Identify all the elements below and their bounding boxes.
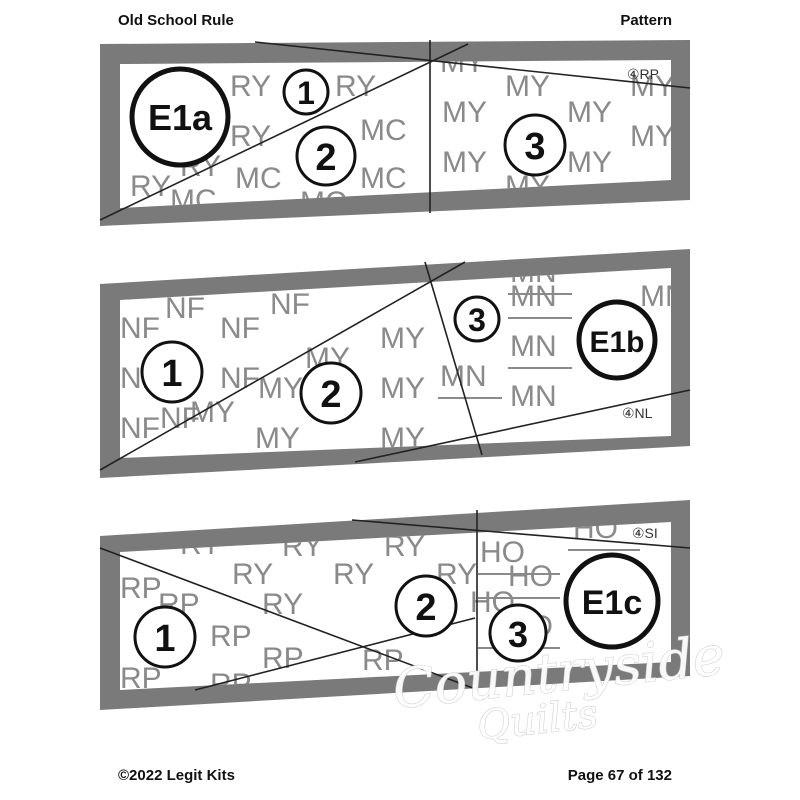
corner-label: ④NL	[622, 405, 653, 421]
fabric-code: RY	[232, 558, 273, 591]
fabric-code: MY	[442, 146, 487, 179]
footer-copyright: ©2022 Legit Kits	[118, 767, 235, 784]
section-name: E1b	[589, 326, 644, 359]
seam-lines	[99, 40, 691, 221]
fabric-code: RY	[230, 70, 271, 103]
fabric-code: MY	[505, 70, 550, 103]
piece-1-fabric-labels: NF NF NF NF NF NF NF NF	[120, 288, 310, 445]
piece-number-1: 1	[140, 340, 204, 404]
fabric-code: MN	[510, 380, 557, 413]
fabric-code: HO	[508, 560, 553, 593]
svg-text:2: 2	[415, 587, 436, 629]
fabric-code: NF	[165, 292, 205, 325]
svg-text:1: 1	[161, 353, 182, 395]
fabric-code: MC	[360, 162, 407, 195]
seam-lines	[99, 261, 691, 471]
piece-number-2: 2	[299, 361, 363, 425]
fabric-code: RY	[130, 170, 171, 203]
piece-3-fabric-labels: MN MN MN MN MN MN	[440, 268, 687, 413]
fabric-code: RY	[333, 558, 374, 591]
section-name: E1a	[148, 97, 213, 138]
fabric-code: MN	[510, 280, 557, 313]
piece-number-3: 3	[503, 113, 567, 177]
fabric-code: MY	[567, 96, 612, 129]
seam-lines	[99, 510, 691, 691]
section-e1b: NF NF NF NF NF NF NF NF MY MY MY MY MY M…	[99, 249, 691, 478]
fabric-code: MY	[255, 422, 300, 455]
corner-label: ④RP	[627, 66, 659, 82]
piece-number-3: 3	[453, 295, 501, 343]
fabric-code: MN	[440, 360, 487, 393]
fabric-code: MY	[630, 120, 675, 153]
fabric-code: MY	[567, 146, 612, 179]
fabric-code: NF	[270, 288, 310, 321]
svg-text:3: 3	[508, 614, 528, 655]
fabric-direction-lines	[438, 293, 572, 399]
fabric-code: MY	[630, 70, 675, 103]
header-section-label: Pattern	[620, 12, 672, 29]
fabric-code: MC	[360, 114, 407, 147]
svg-text:3: 3	[524, 126, 545, 168]
fabric-code: RP	[120, 572, 162, 605]
svg-text:1: 1	[154, 618, 175, 660]
fabric-code: NF	[220, 312, 260, 345]
fabric-code: MY	[380, 322, 425, 355]
section-e1c-label: E1c	[563, 552, 661, 650]
footer-page-number: Page 67 of 132	[567, 767, 672, 784]
section-e1a: RY RY RY RY RY MC MC MC MC MC MY MY MY M…	[99, 40, 691, 226]
fabric-code: RY	[262, 588, 303, 621]
section-e1a-label: E1a	[129, 66, 231, 168]
section-e1c: RP RP RP RP RP RP RP RY RY RY RY RY RY R…	[99, 500, 691, 710]
piece-number-2: 2	[295, 125, 357, 187]
fabric-code: MY	[190, 396, 235, 429]
piece-number-1: 1	[133, 605, 197, 669]
svg-text:3: 3	[468, 302, 486, 338]
fabric-code: MY	[380, 372, 425, 405]
fabric-code: NF	[160, 402, 200, 435]
fabric-code: NF	[120, 312, 160, 345]
fabric-code: RP	[262, 642, 304, 675]
section-name: E1c	[582, 584, 643, 622]
fabric-code: MY	[442, 96, 487, 129]
piece-number-2: 2	[394, 574, 458, 638]
section-e1b-label: E1b	[576, 299, 658, 381]
fabric-code: HO	[480, 536, 525, 569]
fabric-code: MY	[258, 372, 303, 405]
fabric-direction-lines	[478, 549, 640, 649]
piece-1-fabric-labels: RY RY RY RY RY	[130, 70, 376, 203]
svg-text:2: 2	[315, 137, 336, 179]
svg-text:1: 1	[297, 75, 315, 111]
header-title: Old School Rule	[118, 12, 234, 29]
section-e1b-panel	[120, 268, 671, 458]
fabric-code: MN	[510, 330, 557, 363]
piece-number-3: 3	[488, 603, 548, 663]
fabric-code: MC	[235, 162, 282, 195]
svg-text:2: 2	[320, 374, 341, 416]
fabric-code: MN	[640, 280, 687, 313]
fabric-code: RP	[210, 620, 252, 653]
piece-number-1: 1	[282, 68, 330, 116]
corner-label: ④SI	[632, 525, 658, 541]
